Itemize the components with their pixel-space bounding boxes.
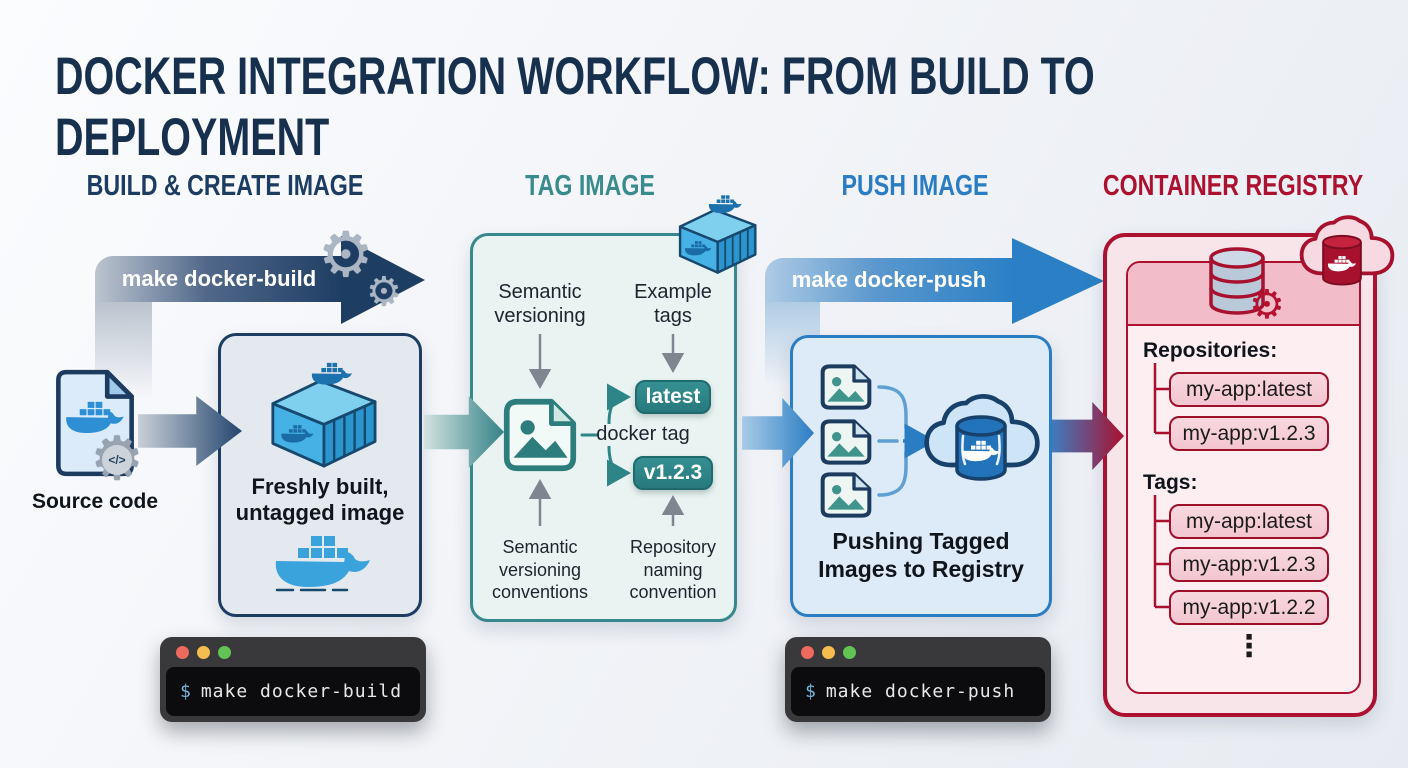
repositories-label: Repositories: xyxy=(1143,339,1278,362)
terminal-command: make docker-push xyxy=(825,681,1016,702)
pushing-tagged-images-label: Pushing Tagged Images to Registry xyxy=(818,528,1024,582)
minimize-icon xyxy=(197,645,210,659)
terminal-titlebar xyxy=(785,637,1051,667)
push-image-box: Pushing Tagged Images to Registry xyxy=(790,335,1052,617)
container-registry-box: ⚙ Repositories: my-app:latest my-app:v1.… xyxy=(1103,215,1395,717)
freshly-built-label: Freshly built, untagged image xyxy=(235,474,405,526)
code-gear-icon: ⚙</> xyxy=(86,428,148,490)
push-arrow-head xyxy=(1012,238,1104,324)
image-icon xyxy=(820,472,872,518)
page-title: DOCKER INTEGRATION WORKFLOW: FROM BUILD … xyxy=(55,47,1095,167)
image-icon xyxy=(820,419,872,465)
repository-item: my-app:latest xyxy=(1169,372,1329,407)
make-docker-build-arrow-label: make docker-build xyxy=(121,266,317,291)
freshly-built-image-box: Freshly built, untagged image xyxy=(218,333,422,617)
tag-item: my-app:latest xyxy=(1169,504,1329,539)
repository-naming-label: Repository naming convention xyxy=(629,537,717,602)
make-docker-build-arrow: make docker-build xyxy=(95,256,343,302)
make-docker-push-arrow-label: make docker-push xyxy=(791,267,987,292)
terminal-body: $ make docker-push xyxy=(791,667,1045,716)
container-cube-icon xyxy=(678,195,757,274)
source-code-label: Source code xyxy=(31,490,159,513)
make-docker-push-arrow: make docker-push xyxy=(765,258,1013,302)
terminal-command: make docker-build xyxy=(200,681,403,702)
gear-icon: ⚙ xyxy=(1249,282,1285,328)
close-icon xyxy=(801,645,814,659)
image-icon xyxy=(503,398,577,472)
container-cube-icon xyxy=(271,362,377,468)
semantic-conventions-label: Semantic versioning conventions xyxy=(491,537,589,602)
maximize-icon xyxy=(843,645,856,659)
terminal-prompt: $ xyxy=(180,681,191,702)
tag-item: my-app:v1.2.2 xyxy=(1169,590,1329,625)
terminal-prompt: $ xyxy=(805,681,816,702)
tags-label: Tags: xyxy=(1143,471,1198,494)
version-tag-badge: v1.2.3 xyxy=(633,456,713,490)
docker-whale-icon xyxy=(275,536,370,592)
registry-database-icon xyxy=(1322,234,1362,286)
gear-icon: ⚙ xyxy=(366,269,402,315)
registry-section-header: CONTAINER REGISTRY xyxy=(1102,170,1364,202)
tag-image-box: Semantic versioning Example tags docker … xyxy=(470,195,757,622)
more-items-ellipsis: ⋮ xyxy=(1234,629,1264,664)
repository-item: my-app:v1.2.3 xyxy=(1169,416,1329,451)
terminal-titlebar xyxy=(160,637,426,667)
semantic-versioning-label: Semantic versioning xyxy=(494,281,586,327)
push-section-header: PUSH IMAGE xyxy=(841,170,989,202)
image-icon xyxy=(820,364,872,410)
tag-item: my-app:v1.2.3 xyxy=(1169,547,1329,582)
push-terminal-window: $ make docker-push xyxy=(785,637,1051,722)
close-icon xyxy=(176,645,189,659)
build-terminal-window: $ make docker-build xyxy=(160,637,426,722)
gear-icon: ⚙ xyxy=(318,218,374,291)
database-stack-icon xyxy=(1209,247,1265,315)
minimize-icon xyxy=(822,645,835,659)
tag-section-header: TAG IMAGE xyxy=(525,170,655,202)
build-section-header: BUILD & CREATE IMAGE xyxy=(86,170,364,202)
registry-database-icon xyxy=(955,415,1007,481)
terminal-body: $ make docker-build xyxy=(166,667,420,716)
docker-tag-label: docker tag xyxy=(596,423,690,445)
example-tags-label: Example tags xyxy=(634,281,712,327)
maximize-icon xyxy=(218,645,231,659)
latest-tag-badge: latest xyxy=(635,380,711,414)
